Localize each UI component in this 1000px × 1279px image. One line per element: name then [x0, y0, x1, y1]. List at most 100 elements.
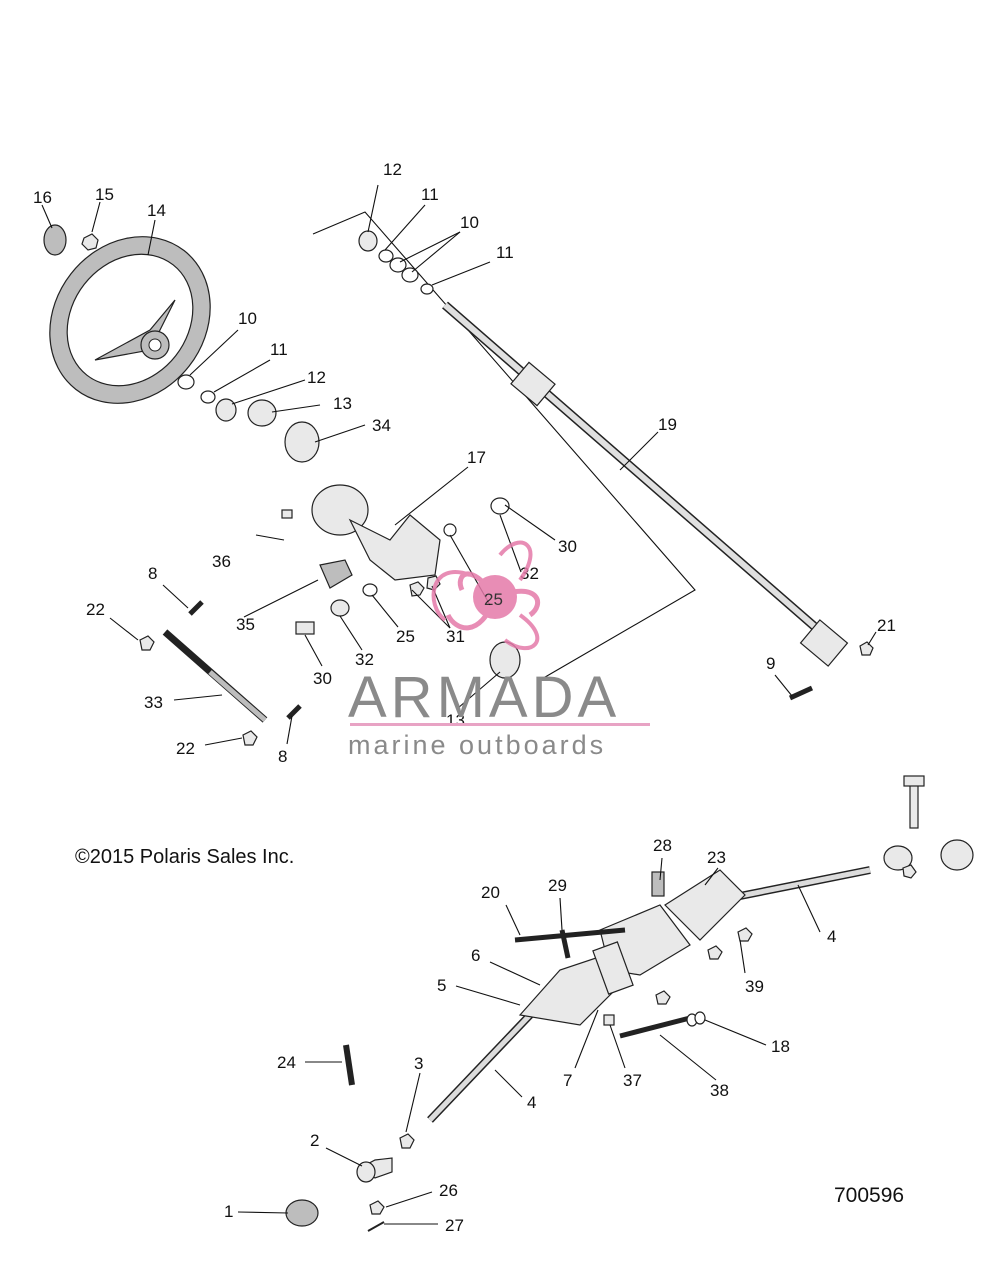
- tilt-housing: [311, 484, 441, 589]
- callout-8: 8: [148, 564, 157, 583]
- callout-14: 14: [147, 201, 166, 220]
- callout-8: 8: [278, 747, 287, 766]
- callout-23: 23: [707, 848, 726, 867]
- callout-26: 26: [439, 1181, 458, 1200]
- callout-4: 4: [527, 1093, 536, 1112]
- watermark-badge: [473, 575, 517, 619]
- bolt: [514, 927, 626, 943]
- washer: [200, 390, 216, 404]
- callout-30: 30: [313, 669, 332, 688]
- washer: [401, 267, 419, 283]
- callout-2: 2: [310, 1131, 319, 1150]
- bolt: [343, 1044, 355, 1086]
- callout-5: 5: [437, 976, 446, 995]
- washer: [362, 583, 378, 597]
- knuckle-bushing: [285, 1199, 319, 1227]
- callout-17: 17: [467, 448, 486, 467]
- bushing: [358, 230, 378, 252]
- callout-31: 31: [446, 627, 465, 646]
- watermark-badge-number: 25: [484, 590, 503, 609]
- watermark-rule: [350, 723, 650, 726]
- cotter-pin: [367, 1221, 385, 1232]
- bolt: [295, 621, 315, 635]
- callout-3: 3: [414, 1054, 423, 1073]
- callout-27: 27: [445, 1216, 464, 1235]
- gas-strut-body: [208, 670, 267, 722]
- nut: [737, 927, 753, 942]
- drawing-number: 700596: [834, 1184, 905, 1207]
- group-outline: [312, 211, 696, 681]
- callout-18: 18: [771, 1037, 790, 1056]
- callout-35: 35: [236, 615, 255, 634]
- callout-1: 1: [224, 1202, 233, 1221]
- washer: [443, 523, 457, 537]
- steering-shaft: [442, 301, 849, 667]
- pin: [281, 509, 293, 519]
- callout-24: 24: [277, 1053, 296, 1072]
- nut: [655, 990, 671, 1005]
- callout-25: 25: [396, 627, 415, 646]
- watermark-tagline: marine outboards: [348, 730, 607, 760]
- bearing: [247, 399, 277, 427]
- bushing: [330, 599, 350, 617]
- bolt: [188, 600, 204, 616]
- callout-11: 11: [496, 243, 514, 262]
- nut: [859, 641, 874, 656]
- steering-rack: [427, 866, 871, 1123]
- bearing-seat: [284, 421, 320, 463]
- bushing: [490, 497, 510, 515]
- copyright-notice: ©2015 Polaris Sales Inc.: [75, 846, 295, 868]
- callout-37: 37: [623, 1071, 642, 1090]
- callout-29: 29: [548, 876, 567, 895]
- washer: [378, 249, 394, 263]
- washer: [420, 283, 434, 295]
- callout-9: 9: [766, 654, 775, 673]
- callout-19: 19: [658, 415, 677, 434]
- callout-22: 22: [86, 600, 105, 619]
- horn-cap: [43, 224, 67, 256]
- nut: [139, 635, 155, 651]
- nut: [707, 945, 723, 960]
- callout-22: 22: [176, 739, 195, 758]
- bolt: [559, 929, 571, 959]
- bolt: [619, 1015, 691, 1039]
- callout-20: 20: [481, 883, 500, 902]
- callout-30: 30: [558, 537, 577, 556]
- callout-34: 34: [372, 416, 391, 435]
- washer: [694, 1011, 706, 1025]
- callout-12: 12: [383, 160, 402, 179]
- callout-12: 12: [307, 368, 326, 387]
- steering-wheel: [49, 236, 211, 404]
- callout-10: 10: [460, 213, 479, 232]
- callout-15: 15: [95, 185, 114, 204]
- bolt: [603, 1014, 615, 1026]
- callout-16: 16: [33, 188, 52, 207]
- callout-33: 33: [144, 693, 163, 712]
- callout-4: 4: [827, 927, 836, 946]
- tie-rod-ball: [356, 1161, 376, 1183]
- nut: [369, 1200, 385, 1215]
- bolt: [788, 685, 814, 701]
- washer: [177, 374, 195, 390]
- callout-21: 21: [877, 616, 896, 635]
- leader-lines: [41, 184, 877, 1225]
- tie-rod-end-right: [883, 775, 974, 879]
- callout-28: 28: [653, 836, 672, 855]
- watermark-brand: ARMADA: [348, 665, 621, 730]
- callout-7: 7: [563, 1071, 572, 1090]
- nut: [399, 1133, 415, 1149]
- bushing: [215, 398, 237, 422]
- bolt: [286, 704, 302, 720]
- callout-11: 11: [270, 340, 288, 359]
- nut: [409, 581, 425, 597]
- callout-32: 32: [355, 650, 374, 669]
- callout-6: 6: [471, 946, 480, 965]
- callout-11: 11: [421, 185, 439, 204]
- callout-36: 36: [212, 552, 231, 571]
- callout-38: 38: [710, 1081, 729, 1100]
- callout-10: 10: [238, 309, 257, 328]
- callout-13: 13: [333, 394, 352, 413]
- callout-39: 39: [745, 977, 764, 996]
- wheel-nut: [81, 233, 99, 251]
